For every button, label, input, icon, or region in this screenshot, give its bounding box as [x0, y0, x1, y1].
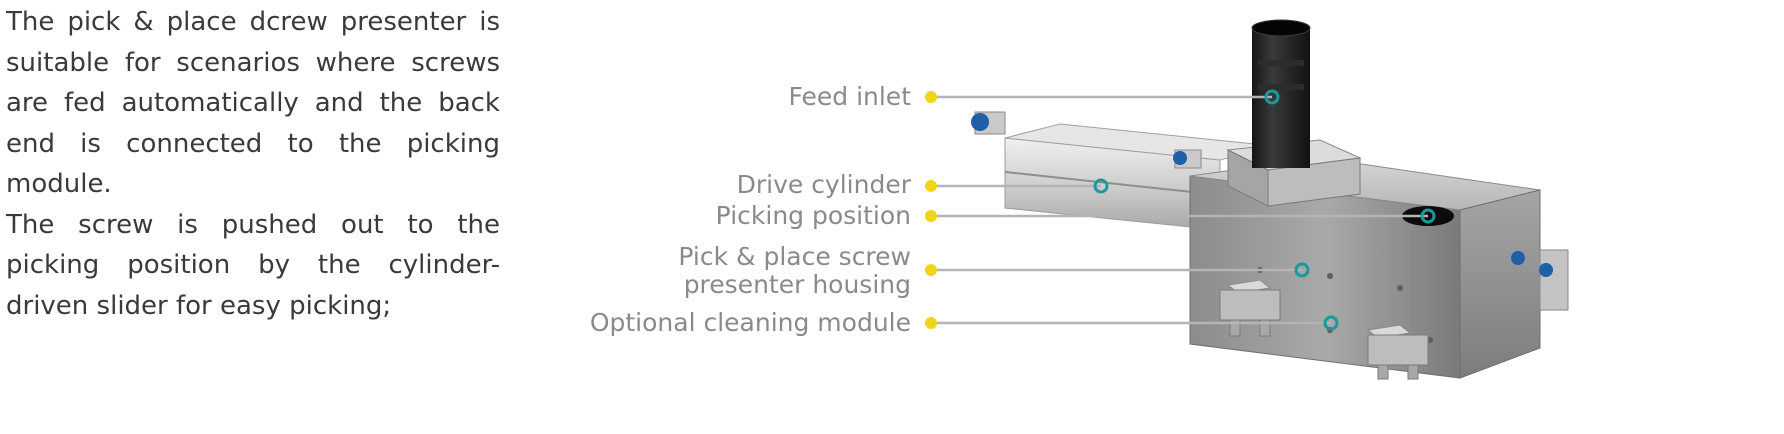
callout-picking-position	[925, 208, 1436, 224]
callout-presenter-housing	[925, 262, 1310, 278]
marker-picking-position	[1420, 208, 1436, 224]
dot-picking-position	[925, 210, 937, 222]
dot-cleaning-module	[925, 317, 937, 329]
callout-feed-inlet	[925, 89, 1280, 105]
callout-drive-cylinder	[925, 178, 1109, 194]
marker-presenter-housing	[1294, 262, 1310, 278]
dot-presenter-housing	[925, 264, 937, 276]
product-diagram: Feed inlet Drive cylinder Picking positi…	[560, 0, 1784, 434]
label-picking-position: Picking position	[715, 201, 911, 230]
description-paragraph-1: The pick & place dcrew presenter is suit…	[6, 7, 500, 199]
marker-cleaning-module	[1323, 315, 1339, 331]
label-presenter-housing: Pick & place screw presenter housing	[678, 242, 911, 299]
dot-drive-cylinder	[925, 180, 937, 192]
callout-cleaning-module	[925, 315, 1339, 331]
description-text: The pick & place dcrew presenter is suit…	[6, 2, 500, 326]
label-feed-inlet: Feed inlet	[788, 82, 911, 111]
description-paragraph-2: The screw is pushed out to the picking p…	[6, 209, 500, 321]
marker-feed-inlet	[1264, 89, 1280, 105]
cleaning-module-shape	[1219, 279, 1429, 380]
label-drive-cylinder: Drive cylinder	[736, 170, 911, 199]
drive-cylinder-shape	[971, 111, 1276, 231]
feed-inlet-shape	[1226, 19, 1362, 207]
product-illustration	[925, 19, 1569, 380]
dot-feed-inlet	[925, 91, 937, 103]
marker-drive-cylinder	[1093, 178, 1109, 194]
label-cleaning-module: Optional cleaning module	[589, 308, 911, 337]
